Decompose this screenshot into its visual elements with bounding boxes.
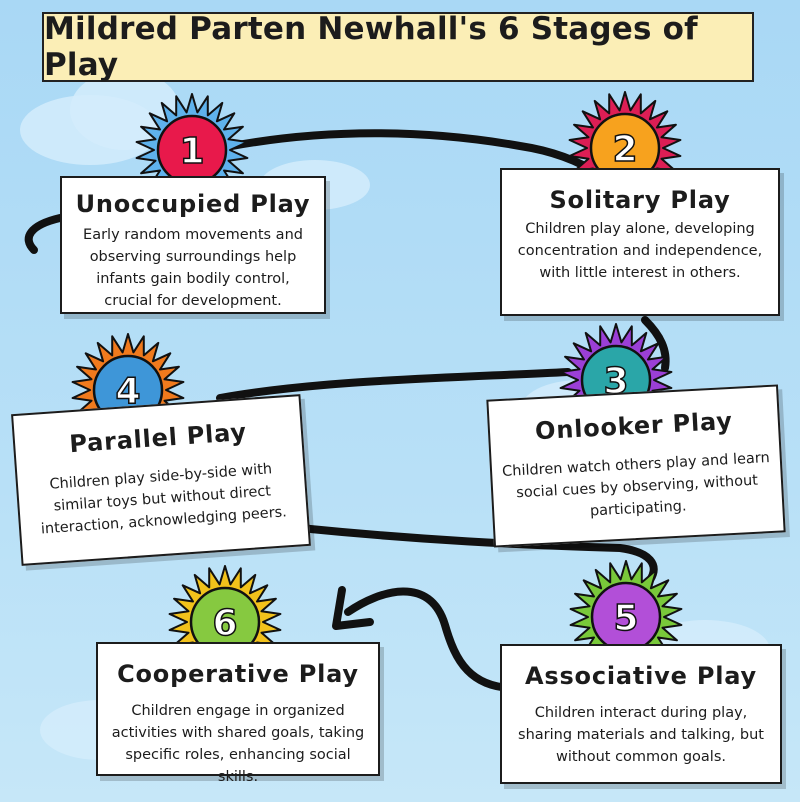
stage-number: 2 — [612, 129, 637, 170]
stage-description: Children interact during play, sharing m… — [518, 705, 764, 765]
stage-card-associative: Associative Play Children interact durin… — [500, 644, 782, 784]
stage-number: 1 — [179, 131, 204, 172]
stage-heading: Parallel Play — [68, 417, 248, 459]
stage-card-cooperative: Cooperative Play Children engage in orga… — [96, 642, 380, 785]
page-title: Mildred Parten Newhall's 6 Stages of Pla… — [44, 11, 698, 83]
stage-number: 5 — [613, 598, 638, 639]
title-banner: Mildred Parten Newhall's 6 Stages of Pla… — [42, 11, 754, 83]
stage-heading: Cooperative Play — [117, 660, 359, 688]
stage-description: Children play alone, developing concentr… — [517, 221, 763, 281]
stage-card-onlooker: Onlooker Play Children watch others play… — [486, 384, 786, 548]
stage-description: Children play side-by-side with similar … — [40, 461, 288, 538]
stage-description: Children watch others play and learn soc… — [501, 450, 771, 520]
stage-heading: Solitary Play — [549, 186, 731, 214]
stage-heading: Onlooker Play — [534, 406, 734, 446]
stage-card-parallel: Parallel Play Children play side-by-side… — [11, 394, 311, 566]
stage-number: 6 — [212, 603, 237, 644]
stage-description: Early random movements and observing sur… — [83, 227, 303, 309]
stage-heading: Associative Play — [525, 662, 757, 690]
stage-heading: Unoccupied Play — [75, 190, 311, 218]
stage-card-solitary: Solitary Play Children play alone, devel… — [500, 168, 780, 316]
stage-description: Children engage in organized activities … — [111, 703, 365, 785]
stage-card-unoccupied: Unoccupied Play Early random movements a… — [60, 176, 326, 314]
